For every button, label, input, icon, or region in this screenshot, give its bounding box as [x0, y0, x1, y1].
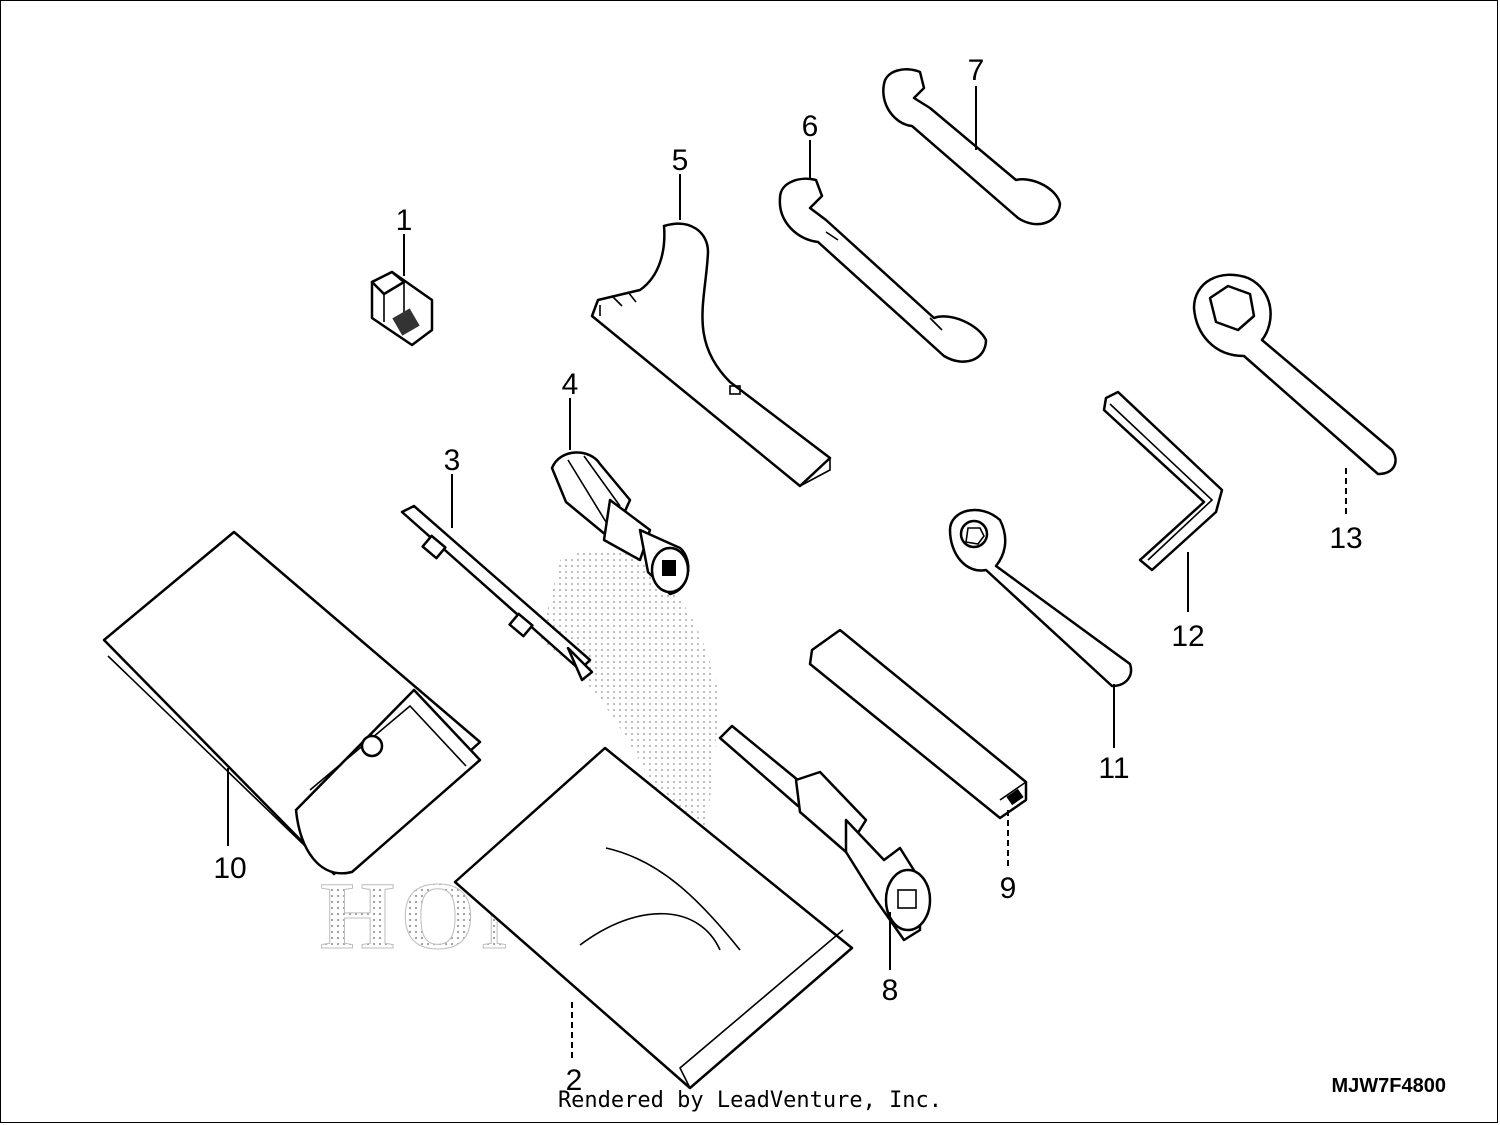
callout-numbers: 1 2 3 4 5 6 7 8 9 10 11 12 13	[213, 54, 1362, 1097]
part-4-screwdriver-handle[interactable]	[550, 451, 690, 596]
part-7-wrench[interactable]	[882, 68, 1062, 226]
part-8-plug-wrench[interactable]	[718, 724, 932, 942]
part-1-plug[interactable]	[370, 270, 434, 347]
callout-10: 10	[213, 852, 246, 885]
part-12-hex-key[interactable]	[1102, 390, 1224, 572]
callout-4: 4	[562, 368, 579, 401]
diagram-code: MJW7F4800	[1331, 1075, 1447, 1097]
callout-2: 2	[566, 1064, 583, 1097]
callout-8: 8	[882, 974, 899, 1007]
part-11-ring-wrench[interactable]	[948, 508, 1133, 688]
callout-11: 11	[1098, 752, 1129, 785]
part-2-manual[interactable]	[453, 746, 854, 1090]
callout-5: 5	[672, 144, 689, 177]
part-5-pin-spanner[interactable]	[590, 222, 832, 488]
callout-6: 6	[802, 110, 819, 143]
part-9-extension-bar[interactable]	[808, 628, 1028, 820]
callout-1: 1	[396, 204, 413, 237]
part-3-screwdriver-bit[interactable]	[400, 504, 594, 682]
part-10-tool-bag[interactable]	[102, 530, 482, 876]
callout-12: 12	[1171, 620, 1204, 653]
callout-9: 9	[1000, 872, 1017, 905]
callout-7: 7	[968, 54, 985, 87]
leader-lines	[227, 86, 1347, 1060]
part-13-box-wrench[interactable]	[1192, 273, 1397, 476]
callout-13: 13	[1329, 522, 1362, 555]
footer-credit: Rendered by LeadVenture, Inc.	[557, 1088, 943, 1113]
callout-3: 3	[444, 444, 461, 477]
part-6-wrench[interactable]	[778, 177, 988, 363]
